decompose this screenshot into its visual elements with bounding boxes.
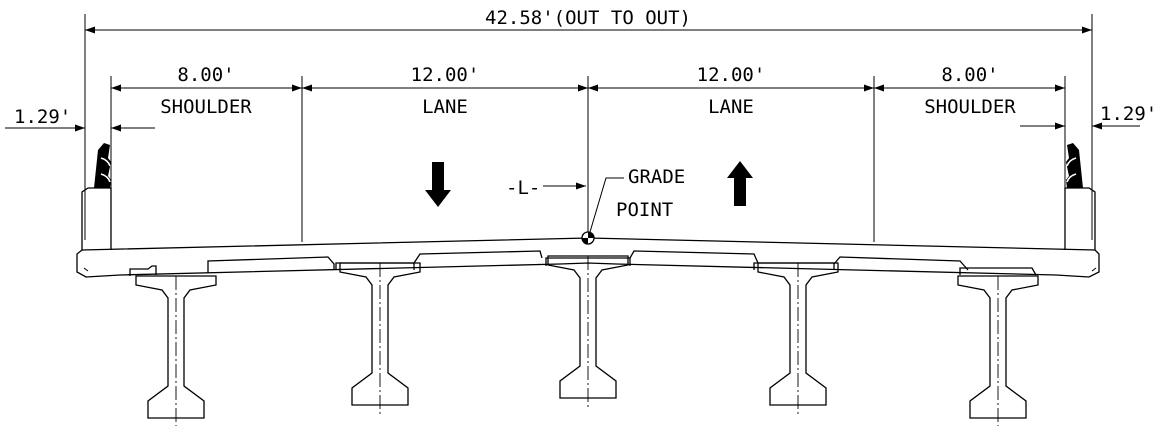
girder-3 bbox=[547, 255, 629, 409]
shoulder-right-width: 8.00' bbox=[941, 64, 998, 86]
barrier-left-width: 1.29' bbox=[14, 106, 71, 128]
barrier-right-width: 1.29' bbox=[1100, 103, 1157, 125]
lane-left-label: LANE bbox=[422, 96, 468, 118]
girders bbox=[135, 255, 1039, 426]
overall-dimension: 42.58'(OUT TO OUT) bbox=[84, 7, 1093, 240]
girder-1 bbox=[135, 275, 217, 426]
lane-right-width: 12.00' bbox=[697, 64, 766, 86]
girder-2 bbox=[339, 262, 421, 416]
up-arrow-icon bbox=[727, 161, 753, 206]
down-arrow-icon bbox=[425, 162, 451, 207]
girder-4 bbox=[757, 262, 839, 416]
barrier-dimension-left: 1.29' bbox=[5, 106, 155, 132]
barrier-dimension-right: 1.29' bbox=[1020, 103, 1157, 130]
barrier-wall-right bbox=[1064, 143, 1096, 250]
centerline-marker: -L- bbox=[506, 177, 586, 199]
grade-point-label-line1: GRADE bbox=[628, 166, 685, 188]
barrier-wall-left bbox=[81, 143, 112, 250]
lane-right-label: LANE bbox=[708, 96, 754, 118]
overall-width-label: 42.58'(OUT TO OUT) bbox=[485, 7, 691, 29]
shoulder-right-label: SHOULDER bbox=[924, 96, 1016, 118]
grade-point: GRADE POINT bbox=[581, 166, 685, 245]
grade-point-label-line2: POINT bbox=[616, 199, 673, 221]
shoulder-left-label: SHOULDER bbox=[160, 96, 252, 118]
lane-left-width: 12.00' bbox=[411, 64, 480, 86]
lane-dimension-string: 8.00' SHOULDER 12.00' LANE 12.00' LANE 8… bbox=[110, 64, 1066, 248]
girder-5 bbox=[957, 275, 1039, 426]
centerline-label: -L- bbox=[506, 177, 540, 199]
shoulder-left-width: 8.00' bbox=[177, 64, 234, 86]
